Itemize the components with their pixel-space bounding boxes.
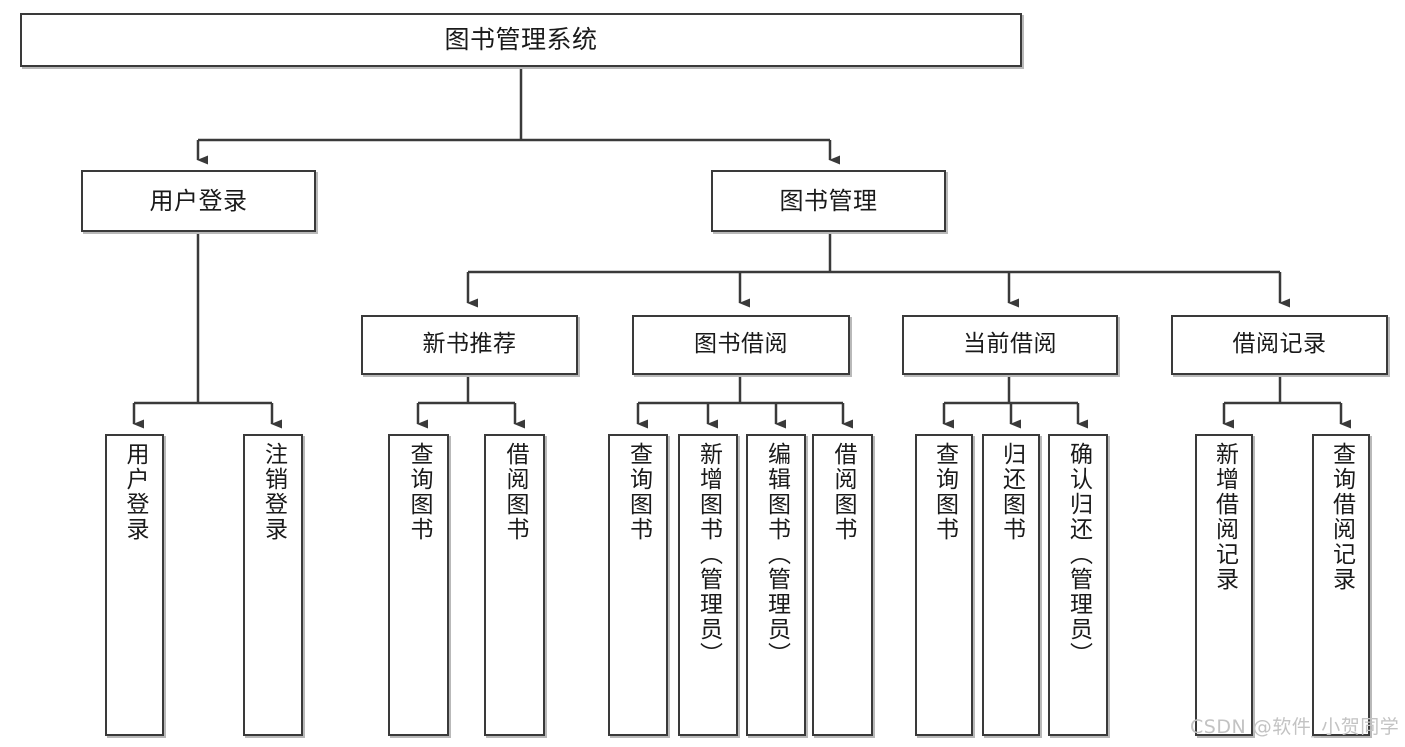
node-label: 用户登录 xyxy=(122,442,148,542)
node-label: 查询图书 xyxy=(931,442,958,542)
node-leaf-edit-book[interactable]: 编辑图书（管理员） xyxy=(746,434,806,736)
node-leaf-borrow-book-2[interactable]: 借阅图书 xyxy=(812,434,873,736)
node-label: 查询图书 xyxy=(406,442,432,542)
node-user-login[interactable]: 用户登录 xyxy=(81,170,316,232)
node-new-book-recommend[interactable]: 新书推荐 xyxy=(361,315,578,375)
node-leaf-query-book-3[interactable]: 查询图书 xyxy=(915,434,973,736)
node-label: 借阅图书 xyxy=(502,442,528,542)
node-book-manage[interactable]: 图书管理 xyxy=(711,170,946,232)
node-label: 图书借阅 xyxy=(694,331,788,358)
node-label: 用户登录 xyxy=(149,186,248,215)
node-leaf-query-book-2[interactable]: 查询图书 xyxy=(608,434,668,736)
node-leaf-query-record[interactable]: 查询借阅记录 xyxy=(1312,434,1370,736)
node-label: 新书推荐 xyxy=(422,331,517,358)
node-label: 当前借阅 xyxy=(963,331,1057,358)
node-label: 归还图书 xyxy=(998,442,1025,542)
node-leaf-borrow-book-1[interactable]: 借阅图书 xyxy=(484,434,545,736)
node-label: 图书管理 xyxy=(779,186,878,215)
node-book-borrow[interactable]: 图书借阅 xyxy=(632,315,850,375)
node-label: 新增借阅记录 xyxy=(1211,442,1238,592)
node-label: 注销登录 xyxy=(260,442,287,542)
node-label: 借阅记录 xyxy=(1232,331,1327,358)
node-label: 查询借阅记录 xyxy=(1328,442,1355,592)
node-leaf-confirm-return[interactable]: 确认归还（管理员） xyxy=(1048,434,1108,736)
node-borrow-record[interactable]: 借阅记录 xyxy=(1171,315,1388,375)
node-leaf-user-logout[interactable]: 注销登录 xyxy=(243,434,303,736)
node-leaf-query-book-1[interactable]: 查询图书 xyxy=(388,434,449,736)
node-leaf-user-login[interactable]: 用户登录 xyxy=(105,434,164,736)
node-label: 图书管理系统 xyxy=(444,25,598,55)
node-label: 编辑图书（管理员） xyxy=(763,442,790,667)
node-label: 确认归还（管理员） xyxy=(1065,442,1092,667)
node-label: 借阅图书 xyxy=(830,442,856,542)
node-label: 查询图书 xyxy=(625,442,652,542)
node-root[interactable]: 图书管理系统 xyxy=(20,13,1022,67)
node-leaf-add-book[interactable]: 新增图书（管理员） xyxy=(678,434,738,736)
node-label: 新增图书（管理员） xyxy=(695,442,722,667)
node-current-borrow[interactable]: 当前借阅 xyxy=(902,315,1118,375)
csdn-watermark: CSDN @软件_小贺同学 xyxy=(1190,716,1400,738)
node-leaf-return-book[interactable]: 归还图书 xyxy=(982,434,1040,736)
node-leaf-add-record[interactable]: 新增借阅记录 xyxy=(1195,434,1253,736)
